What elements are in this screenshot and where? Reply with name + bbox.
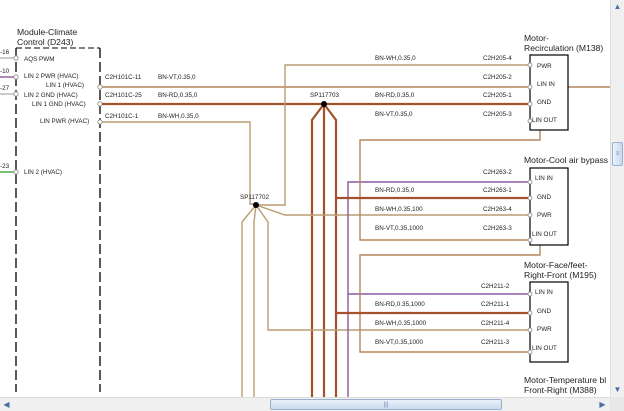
conn-label: C2H263-2 bbox=[483, 169, 512, 176]
conn-label: C2H211-3 bbox=[481, 339, 510, 346]
vertical-scrollbar[interactable]: ▲ ≡ ▼ bbox=[610, 0, 624, 397]
horizontal-scrollbar[interactable]: ◀ ||| ▶ bbox=[0, 397, 610, 411]
edge-pin-label: -10 bbox=[0, 68, 10, 75]
scroll-left-icon[interactable]: ◀ bbox=[3, 399, 10, 409]
gnd-branch bbox=[310, 103, 325, 397]
pin-label: LIN IN bbox=[537, 81, 555, 88]
scroll-up-icon[interactable]: ▲ bbox=[613, 1, 622, 11]
wire-label: BN-WH,0.35,100 bbox=[375, 206, 423, 213]
pin-label: LIN OUT bbox=[532, 345, 557, 352]
conn-label: C2H205-4 bbox=[483, 55, 512, 62]
conn-label: C2H263-1 bbox=[483, 187, 512, 194]
pin-label: LIN IN bbox=[535, 175, 553, 182]
wire-label: BN-RD,0.35,1000 bbox=[375, 301, 425, 308]
pin-label: LIN OUT bbox=[532, 117, 557, 124]
scroll-down-icon[interactable]: ▼ bbox=[613, 384, 622, 394]
pwr-branch bbox=[253, 204, 257, 397]
pwr-branch-recirc bbox=[256, 64, 565, 206]
wire-label: BN-VT,0.35,0 bbox=[375, 111, 413, 118]
splice-label: SP117703 bbox=[310, 92, 339, 99]
conn-label: C2H101C-11 bbox=[105, 74, 142, 81]
wire-label: BN-RD,0.35,0 bbox=[375, 92, 415, 99]
wiring-diagram: Module-Climate Control (D243) -16 -10 -2… bbox=[0, 27, 610, 397]
edge-pin-label: -16 bbox=[0, 49, 10, 56]
conn-label: C2H205-1 bbox=[483, 92, 512, 99]
recirc-box[interactable] bbox=[529, 54, 569, 131]
grip-icon: ≡ bbox=[615, 151, 620, 157]
wire-lin2-cool bbox=[347, 181, 565, 397]
pwr-branch-face bbox=[255, 204, 565, 331]
module-title: Module-Climate bbox=[17, 27, 77, 37]
wire-lin-pwr bbox=[102, 121, 256, 205]
motor-pin-circles bbox=[527, 62, 533, 355]
face-title-line2: Right-Front (M195) bbox=[524, 270, 597, 280]
cool-box[interactable] bbox=[529, 167, 569, 246]
module-pin bbox=[13, 55, 19, 61]
module-pin bbox=[97, 119, 103, 125]
signal-lin1-gnd: LIN 1 GND (HVAC) bbox=[32, 101, 86, 108]
wire-label: BN-WH,0.35,0 bbox=[375, 55, 416, 62]
pin-label: PWR bbox=[537, 212, 552, 219]
signal-aqs-pwm: AQS PWM bbox=[24, 56, 54, 63]
pin-label: LIN IN bbox=[535, 289, 553, 296]
conn-label: C2H211-1 bbox=[481, 301, 510, 308]
conn-label: C2H101C-25 bbox=[105, 92, 142, 99]
grip-icon: ||| bbox=[383, 401, 389, 408]
recirc-title: Motor- bbox=[524, 33, 549, 43]
module-pin bbox=[97, 84, 103, 90]
wire-label: BN-VT,0.35,1000 bbox=[375, 339, 423, 346]
splice-label: SP117702 bbox=[240, 194, 269, 201]
pin-label: PWR bbox=[537, 326, 552, 333]
module-pin bbox=[13, 91, 19, 97]
diagram-viewport[interactable]: Module-Climate Control (D243) -16 -10 -2… bbox=[0, 0, 610, 397]
pwr-branch-cool bbox=[255, 204, 565, 216]
conn-label: C2H101C-1 bbox=[105, 113, 139, 120]
vertical-scroll-thumb[interactable]: ≡ bbox=[612, 142, 623, 166]
module-pin bbox=[13, 169, 19, 175]
pin-label: PWR bbox=[537, 63, 552, 70]
conn-label: C2H211-2 bbox=[481, 283, 510, 290]
signal-lin-pwr: LIN PWR (HVAC) bbox=[40, 118, 89, 125]
module-pin bbox=[13, 74, 19, 80]
wire-label: BN-RD,0.35,0 bbox=[375, 187, 415, 194]
horizontal-scroll-thumb[interactable]: ||| bbox=[270, 399, 502, 410]
scrollbar-corner bbox=[610, 397, 624, 411]
cool-title: Motor-Cool air bypass bbox=[524, 155, 608, 165]
splice-dot bbox=[253, 202, 259, 208]
recirc-title-line2: Recirculation (M138) bbox=[524, 43, 603, 53]
temp-title: Motor-Temperature bl bbox=[524, 375, 606, 385]
conn-label: C2H263-4 bbox=[483, 206, 512, 213]
signal-lin2-pwr: LIN 2 PWR (HVAC) bbox=[24, 73, 78, 80]
gnd-branch bbox=[323, 103, 338, 397]
face-title: Motor-Face/feet- bbox=[524, 260, 588, 270]
pin-label: LIN OUT bbox=[532, 231, 557, 238]
wire-label: BN-WH,0.35,0 bbox=[158, 113, 199, 120]
signal-lin2-gnd: LIN 2 GND (HVAC) bbox=[24, 92, 78, 99]
module-title-line2: Control (D243) bbox=[17, 37, 73, 47]
wire-label: BN-WH,0.35,1000 bbox=[375, 320, 427, 327]
pin-label: GND bbox=[537, 99, 551, 106]
pin-label: GND bbox=[537, 194, 551, 201]
pin-label: GND bbox=[537, 308, 551, 315]
face-box[interactable] bbox=[529, 281, 569, 363]
conn-label: C2H211-4 bbox=[481, 320, 510, 327]
conn-label: C2H205-2 bbox=[483, 74, 512, 81]
conn-label: C2H263-3 bbox=[483, 225, 512, 232]
pwr-branch bbox=[241, 204, 257, 397]
temp-title-line2: Front-Right (M388) bbox=[524, 385, 597, 395]
splice-dot bbox=[321, 101, 327, 107]
edge-pin-label: -23 bbox=[0, 163, 10, 170]
module-pin bbox=[97, 101, 103, 107]
wire-label: BN-VT,0.35,0 bbox=[158, 74, 196, 81]
conn-label: C2H205-3 bbox=[483, 111, 512, 118]
wire-label: BN-RD,0.35,0 bbox=[158, 92, 198, 99]
wire-label: BN-VT,0.35,1000 bbox=[375, 225, 423, 232]
signal-lin1: LIN 1 (HVAC) bbox=[46, 82, 84, 89]
signal-lin2: LIN 2 (HVAC) bbox=[24, 169, 62, 176]
scroll-right-icon[interactable]: ▶ bbox=[599, 399, 606, 409]
edge-pin-label: -27 bbox=[0, 85, 10, 92]
